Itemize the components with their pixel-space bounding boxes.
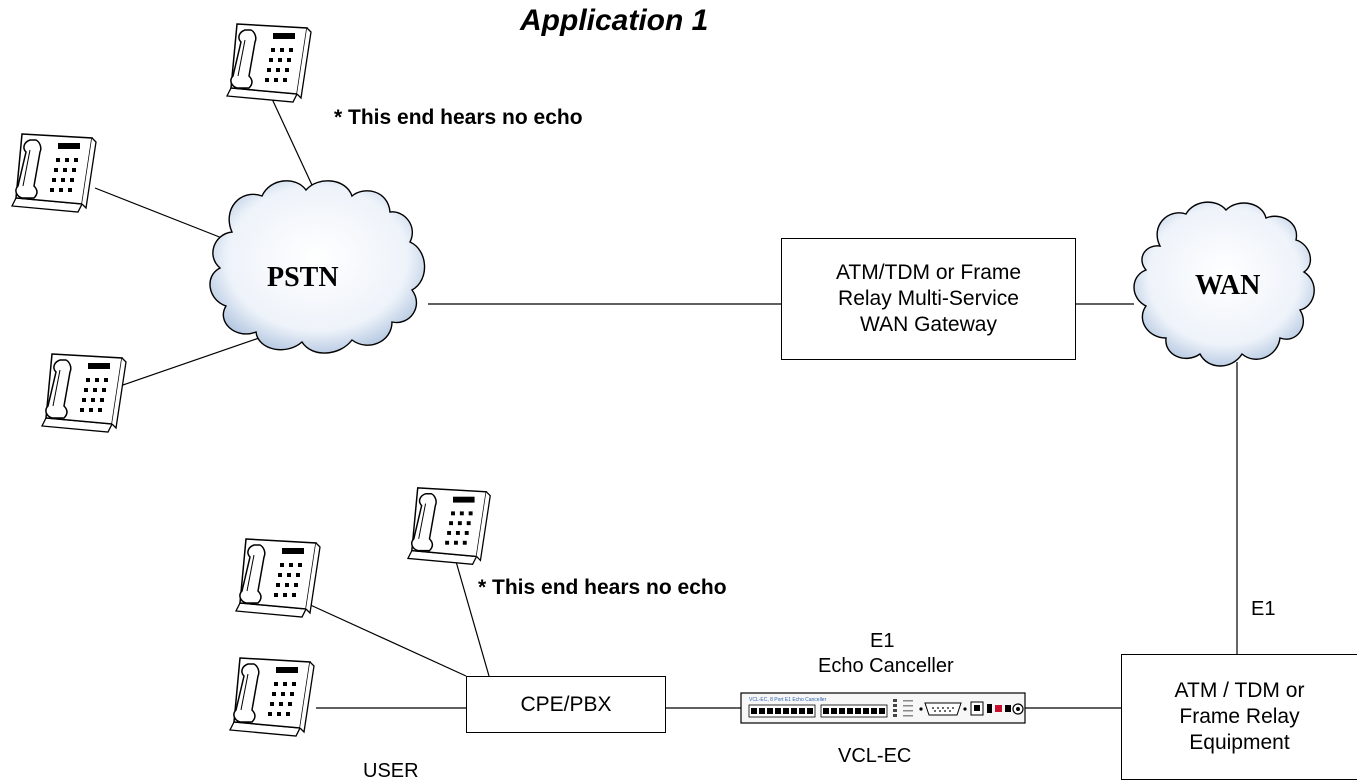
- wan-gateway-box: ATM/TDM or Frame Relay Multi-Service WAN…: [781, 238, 1076, 360]
- line-phone-top-pstn: [266, 87, 319, 199]
- line-phone-bottom-pstn: [119, 336, 263, 387]
- equipment-label-line: ATM / TDM or: [1174, 679, 1305, 702]
- line-phone-cpe-top: [454, 557, 490, 677]
- wan-cloud: [1133, 201, 1315, 367]
- phone-icon: [41, 353, 127, 433]
- user-label: USER: [363, 760, 419, 782]
- phone-icon: [229, 657, 315, 737]
- echo-canceller-label: Echo Canceller: [818, 655, 954, 677]
- equipment-label-line: Equipment: [1189, 731, 1290, 754]
- phone-icon: [11, 133, 97, 213]
- pstn-label: PSTN: [267, 262, 339, 293]
- cpe-pbx-box: CPE/PBX: [466, 676, 666, 733]
- gateway-label-line: WAN Gateway: [860, 313, 997, 336]
- gateway-label-line: ATM/TDM or Frame: [835, 261, 1022, 284]
- line-phone-cpe-mid: [305, 602, 467, 677]
- page-title: Application 1: [520, 4, 709, 37]
- cpe-label: CPE/PBX: [520, 692, 612, 716]
- note-bottom-no-echo: * This end hears no echo: [478, 576, 727, 599]
- note-top-no-echo: * This end hears no echo: [334, 106, 583, 129]
- gateway-label-line: Relay Multi-Service: [838, 287, 1019, 310]
- e1-right-label: E1: [1251, 598, 1276, 620]
- equipment-label-line: Frame Relay: [1179, 705, 1300, 728]
- phone-icon: [235, 538, 321, 618]
- connection-lines: [94, 87, 1238, 709]
- device-front-label: VCL-EC, 8 Port E1 Echo Canceller: [749, 697, 827, 703]
- e1-top-label: E1: [870, 630, 895, 652]
- vcl-ec-device: VCL-EC, 8 Port E1 Echo Canceller: [740, 692, 1026, 724]
- phone-icon: [226, 23, 312, 103]
- vcl-ec-label: VCL-EC: [838, 745, 912, 767]
- pstn-cloud: [209, 180, 426, 354]
- phone-icon: [407, 487, 491, 566]
- equipment-box: ATM / TDM or Frame Relay Equipment: [1121, 654, 1357, 780]
- wan-label: WAN: [1195, 270, 1261, 301]
- line-phone-left-pstn: [94, 187, 223, 239]
